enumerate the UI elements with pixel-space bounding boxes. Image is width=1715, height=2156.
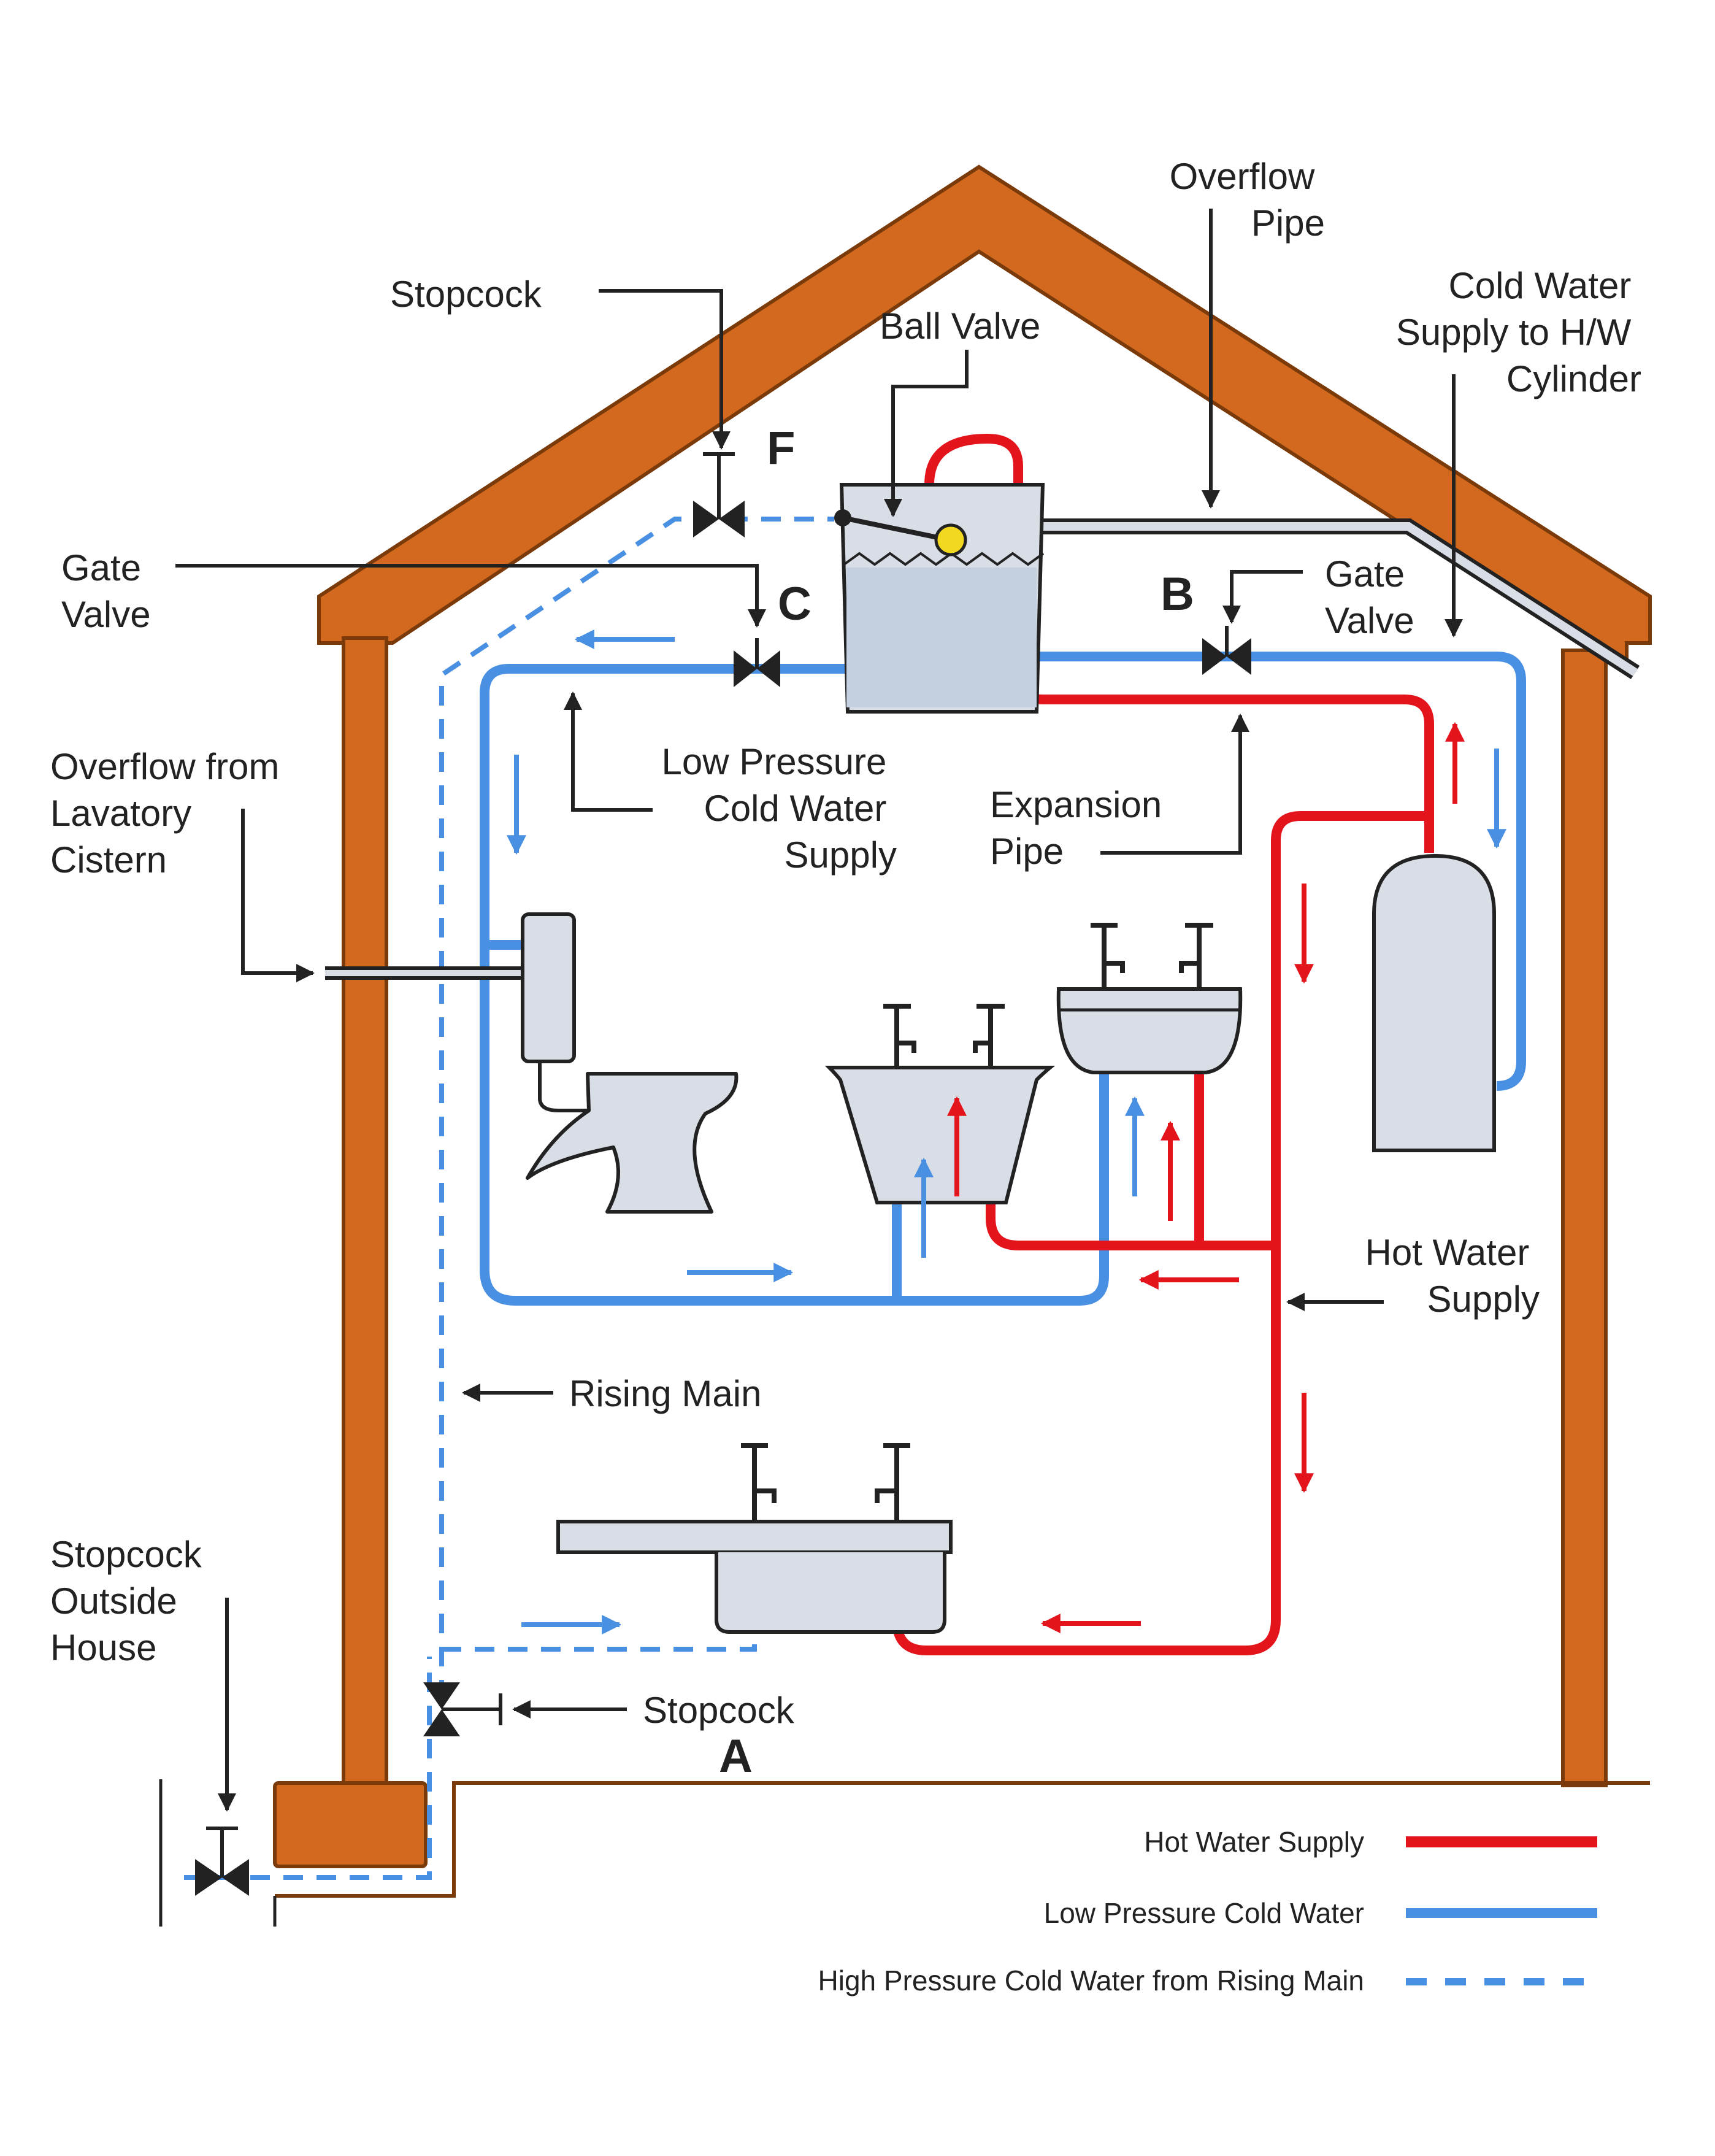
rising-main-vertical — [439, 517, 834, 1700]
legend-item-low-pressure: Low Pressure Cold Water — [1044, 1897, 1597, 1929]
sink-bowl — [715, 1552, 946, 1634]
label-hot-water-supply: Hot Water Supply — [1365, 1232, 1540, 1320]
sink-tap-right — [875, 1443, 910, 1522]
gate-valve-b — [1202, 626, 1251, 675]
valve-letter-c: C — [778, 578, 811, 630]
toilet — [521, 912, 739, 1214]
leader-stopcock-top — [599, 289, 731, 450]
sink-tap-left — [741, 1443, 777, 1522]
leader-expansion-pipe — [1100, 714, 1249, 855]
valves — [195, 452, 1251, 1896]
leader-gate-valve-right — [1222, 570, 1303, 624]
legend-item-high-pressure: High Pressure Cold Water from Rising Mai… — [818, 1965, 1597, 1996]
label-cold-water-supply-cylinder: Cold Water Supply to H/W Cylinder — [1396, 265, 1641, 399]
hand-basin-body — [1056, 987, 1243, 1074]
rising-main-pipes — [184, 517, 834, 1880]
legend: Hot Water Supply Low Pressure Cold Water… — [818, 1826, 1597, 1996]
label-stopcock-top: Stopcock — [390, 274, 542, 315]
ground-line — [275, 1781, 1650, 1898]
hot-branch-to-bath-basin — [986, 1068, 1276, 1250]
stopcock-f — [693, 452, 745, 537]
cold-loop-left — [480, 664, 1109, 1306]
legend-label: Low Pressure Cold Water — [1044, 1897, 1364, 1929]
hand-basin — [1056, 923, 1243, 1074]
gate-valve-c — [734, 638, 780, 687]
leader-overflow-lavatory — [241, 809, 315, 982]
cold-to-cylinder — [1030, 652, 1526, 1091]
valve-letter-f: F — [767, 422, 795, 474]
rising-main-underground — [184, 1657, 432, 1880]
leader-gate-valve-left — [175, 564, 766, 628]
ball-valve-float — [934, 523, 967, 556]
sink-drainer — [556, 1520, 953, 1554]
hand-basin-tap-right — [1179, 923, 1213, 989]
label-gate-valve-right: Gate Valve — [1325, 553, 1415, 641]
hot-main-descent — [892, 811, 1429, 1655]
cistern-water-level — [843, 552, 1045, 566]
kitchen-sink — [556, 1443, 953, 1634]
cylinder-body — [1372, 853, 1496, 1152]
label-overflow-lavatory: Overflow from Lavatory Cistern — [50, 746, 290, 880]
cistern-overflow-pipe-inner — [1037, 522, 1638, 676]
leader-low-pressure — [564, 691, 653, 812]
valve-letter-b: B — [1161, 568, 1194, 620]
valve-letter-a: A — [719, 1730, 753, 1782]
stopcock-outside-house — [195, 1827, 249, 1896]
stopcock-a — [423, 1682, 502, 1736]
toilet-bowl — [526, 1072, 739, 1214]
legend-label: High Pressure Cold Water from Rising Mai… — [818, 1965, 1364, 1996]
overflow-pipes — [325, 518, 1640, 980]
foundation — [273, 1781, 428, 1868]
left-wall — [342, 636, 388, 1787]
label-low-pressure-supply: Low Pressure Cold Water Supply — [662, 741, 897, 876]
hand-basin-tap-left — [1091, 923, 1125, 989]
toilet-cistern — [521, 912, 576, 1063]
label-stopcock-outside: Stopcock Outside House — [50, 1534, 212, 1668]
bath-basin-body — [824, 1066, 1056, 1204]
bath-tap-right — [973, 1004, 1005, 1068]
hot-water-cylinder — [1372, 853, 1496, 1152]
label-expansion-pipe: Expansion Pipe — [990, 784, 1172, 872]
label-rising-main: Rising Main — [569, 1373, 761, 1414]
bath-basin — [824, 1004, 1056, 1204]
labels: Overflow Pipe Stopcock Ball Valve Cold W… — [50, 156, 1641, 1782]
house-outline — [159, 164, 1652, 1927]
flow-arrows — [507, 629, 1506, 1634]
label-stopcock-bottom: Stopcock — [643, 1690, 795, 1731]
bath-tap-left — [883, 1004, 916, 1068]
ball-valve-arm — [842, 515, 950, 542]
right-wall — [1561, 649, 1608, 1787]
legend-item-hot: Hot Water Supply — [1144, 1826, 1597, 1858]
label-overflow-pipe: Overflow Pipe — [1170, 156, 1325, 244]
expansion-pipe — [924, 434, 1434, 853]
leader-ball-valve — [884, 350, 969, 517]
label-gate-valve-left: Gate Valve — [61, 547, 152, 635]
ball-valve-pivot — [834, 509, 851, 526]
legend-label: Hot Water Supply — [1144, 1826, 1364, 1858]
label-ball-valve: Ball Valve — [880, 306, 1040, 347]
storage-cistern — [834, 483, 1045, 714]
toilet-flush-pipe — [538, 1061, 589, 1112]
leader-lines — [175, 209, 1463, 1812]
hot-water-pipes — [892, 434, 1434, 1655]
cistern-water — [846, 568, 1037, 707]
